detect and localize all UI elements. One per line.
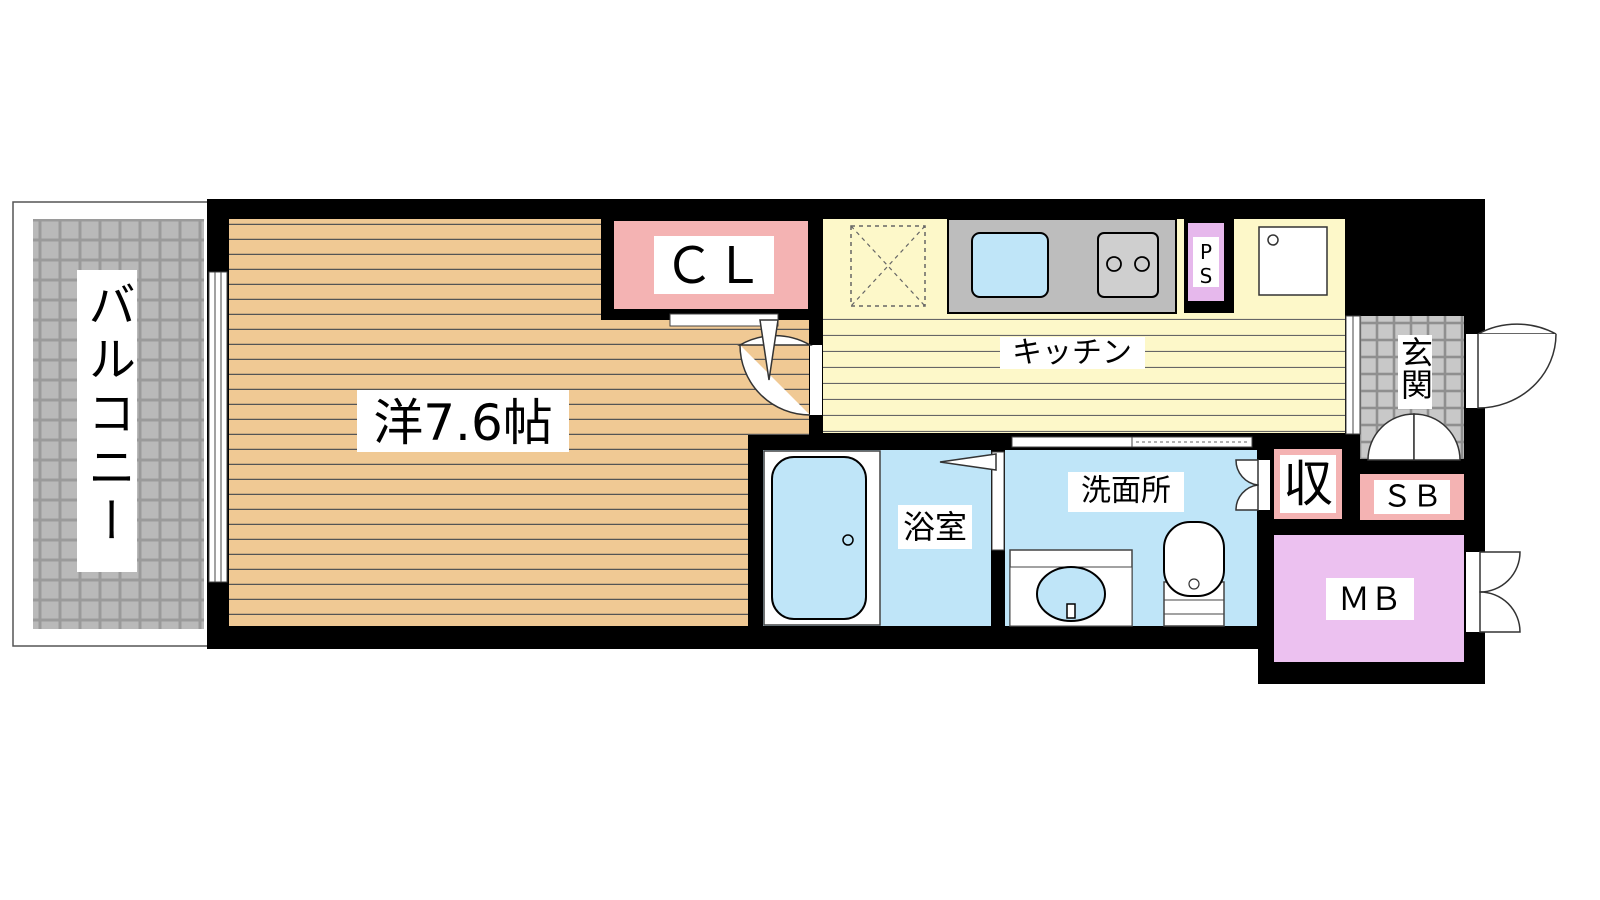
entrance-door[interactable] (1466, 323, 1557, 409)
closet: ＣＬ (614, 221, 808, 327)
closet-label: ＣＬ (664, 237, 764, 295)
meter-box: ＭＢ (1274, 535, 1464, 662)
pipe-space: PS (1184, 219, 1234, 313)
pipe-space-label: PS (1194, 240, 1218, 288)
entrance-label: 玄関 (1396, 336, 1434, 400)
western-room: 洋7.6帖 (229, 219, 809, 626)
shoe-box-label: ＳＢ (1382, 480, 1442, 515)
western-room-label: 洋7.6帖 (373, 394, 553, 452)
storage: 収 (1274, 449, 1342, 519)
bathtub-basin (771, 456, 867, 620)
balcony-label: バルコニー (79, 280, 135, 550)
storage-label: 収 (1283, 455, 1333, 513)
balcony-window[interactable] (208, 271, 228, 583)
laundry-box (1258, 226, 1328, 296)
storage-door[interactable] (1235, 459, 1270, 511)
shoe-box: ＳＢ (1360, 474, 1464, 520)
entrance: 玄関 (1345, 315, 1464, 461)
washroom-sliding-door[interactable] (1011, 436, 1253, 448)
balcony: バルコニー (12, 201, 218, 647)
washroom-label: 洗面所 (1081, 474, 1171, 509)
bathroom: 浴室 (763, 450, 991, 626)
stove (1097, 232, 1159, 298)
kitchen-sink (971, 232, 1049, 298)
bathroom-door[interactable] (939, 451, 1005, 551)
washroom: 洗面所 (1005, 450, 1257, 627)
bathroom-label: 浴室 (903, 508, 967, 546)
meter-box-door[interactable] (1466, 551, 1521, 633)
toilet (1163, 521, 1225, 627)
meter-box-label: ＭＢ (1338, 580, 1402, 618)
kitchen: キッチン (823, 218, 1345, 433)
kitchen-label: キッチン (1012, 336, 1132, 371)
wash-basin (1036, 566, 1106, 622)
refrigerator-space (850, 225, 926, 307)
room-door[interactable] (737, 319, 822, 416)
